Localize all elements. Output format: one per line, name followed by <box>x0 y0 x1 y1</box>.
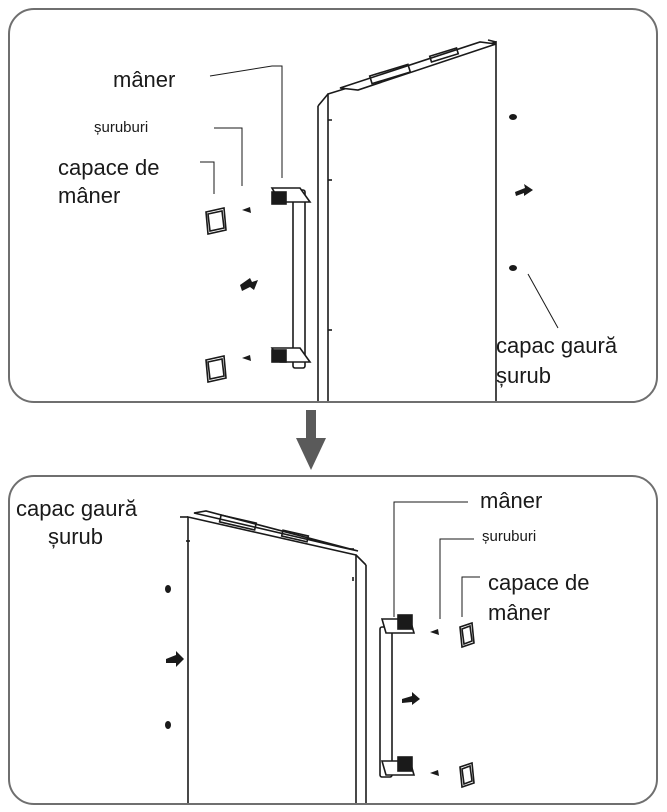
label-screws: șuruburi <box>94 119 149 136</box>
label-handle: mâner <box>113 67 176 92</box>
diagram-panel-top: mâner șuruburi capace de mâner capac gau… <box>8 8 658 403</box>
label-handle-caps-line2: mâner <box>58 183 121 208</box>
handle-bottom <box>379 614 416 778</box>
label-handle-caps-line1: capace de <box>58 155 160 180</box>
door-drawing-bottom <box>165 501 480 803</box>
label-hole-cap-line2: șurub <box>496 363 552 388</box>
label-handle-caps-line1: capace de <box>488 570 590 595</box>
door-slab <box>187 515 357 803</box>
handle-top <box>270 187 312 369</box>
diagram-panel-bottom: capac gaură șurub mâner șuruburi capace … <box>8 475 658 805</box>
door-slab <box>327 40 497 401</box>
door-drawing-top <box>200 39 559 401</box>
label-hole-cap-line1: capac gaură <box>496 333 618 358</box>
label-handle-caps-line2: mâner <box>488 600 551 625</box>
label-hole-cap-line1: capac gaură <box>16 496 138 521</box>
label-handle: mâner <box>480 488 543 513</box>
label-hole-cap-line2: șurub <box>48 524 104 549</box>
label-screws: șuruburi <box>482 528 537 545</box>
